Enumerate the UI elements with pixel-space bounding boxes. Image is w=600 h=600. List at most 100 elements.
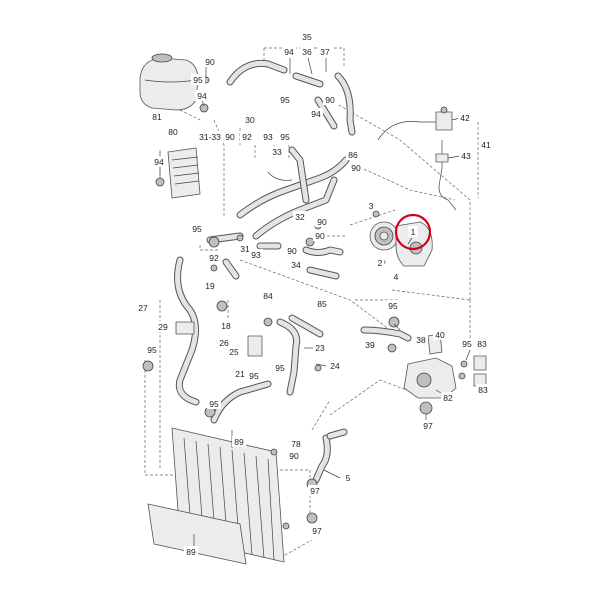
oil-cooler[interactable]	[167, 147, 201, 199]
callout-86[interactable]: 86	[346, 149, 360, 160]
callout-95[interactable]: 95	[273, 362, 287, 373]
callout-43[interactable]: 43	[459, 150, 473, 161]
coolant-pipe-assembly[interactable]	[236, 146, 350, 240]
callout-number: 21	[235, 369, 245, 379]
callout-90[interactable]: 90	[223, 131, 237, 142]
callout-38[interactable]: 38	[414, 334, 428, 345]
callout-21[interactable]: 21	[233, 368, 247, 379]
callout-90[interactable]: 90	[287, 450, 301, 461]
lower-left-hose[interactable]	[174, 256, 200, 406]
callout-92[interactable]: 92	[240, 131, 254, 142]
thermostat-housing[interactable]	[403, 333, 457, 399]
callout-89[interactable]: 89	[184, 546, 198, 557]
callout-number: 95	[280, 95, 290, 105]
callout-97[interactable]: 97	[308, 485, 322, 496]
callout-42[interactable]: 42	[458, 112, 472, 123]
callout-90[interactable]: 90	[315, 216, 329, 227]
callout-32[interactable]: 32	[293, 211, 307, 222]
callout-34[interactable]: 34	[289, 259, 303, 270]
callout-82[interactable]: 82	[441, 392, 455, 403]
callout-36[interactable]: 36	[300, 46, 314, 57]
callout-31-33[interactable]: 31-33	[195, 131, 225, 142]
callout-93[interactable]: 93	[261, 131, 275, 142]
callout-23[interactable]: 23	[313, 342, 327, 353]
callout-31[interactable]: 31	[238, 243, 252, 254]
callout-24[interactable]: 24	[328, 360, 342, 371]
callout-number: 27	[138, 303, 148, 313]
callout-18[interactable]: 18	[219, 320, 233, 331]
highlight-ring	[394, 213, 432, 251]
callout-97[interactable]: 97	[310, 525, 324, 536]
callout-95[interactable]: 95	[207, 398, 221, 409]
callout-95[interactable]: 95	[191, 74, 205, 85]
callout-number: 95	[280, 132, 290, 142]
small-hoses[interactable]	[206, 232, 344, 280]
callout-95[interactable]: 95	[386, 300, 400, 311]
callout-93[interactable]: 93	[249, 249, 263, 260]
callout-94[interactable]: 94	[282, 46, 296, 57]
callout-2[interactable]: 2	[375, 257, 385, 268]
callout-90[interactable]: 90	[313, 230, 327, 241]
callout-41[interactable]: 41	[479, 139, 493, 150]
callout-94[interactable]: 94	[152, 156, 166, 167]
upper-hoses[interactable]	[226, 59, 356, 136]
callout-number: 90	[225, 132, 235, 142]
callout-number: 83	[477, 339, 487, 349]
callout-92[interactable]: 92	[207, 252, 221, 263]
callout-97[interactable]: 97	[421, 420, 435, 431]
callout-85[interactable]: 85	[315, 298, 329, 309]
callout-81[interactable]: 81	[150, 111, 164, 122]
callout-3[interactable]: 3	[366, 200, 376, 211]
callout-number: 94	[154, 157, 164, 167]
callout-30[interactable]: 30	[243, 114, 257, 125]
hose-5[interactable]	[312, 428, 348, 484]
callout-95[interactable]: 95	[278, 131, 292, 142]
callout-78[interactable]: 78	[289, 438, 303, 449]
callout-90[interactable]: 90	[349, 162, 363, 173]
callout-number: 1	[411, 227, 416, 237]
callout-number: 95	[209, 399, 219, 409]
callout-94[interactable]: 94	[195, 90, 209, 101]
callout-number: 39	[365, 340, 375, 350]
callout-83[interactable]: 83	[475, 338, 489, 349]
hose-21[interactable]	[210, 380, 272, 424]
callout-29[interactable]: 29	[156, 321, 170, 332]
right-pipe-assembly[interactable]	[377, 111, 457, 211]
callout-number: 25	[229, 347, 239, 357]
callout-33[interactable]: 33	[270, 146, 284, 157]
callout-27[interactable]: 27	[136, 302, 150, 313]
callout-35[interactable]: 35	[300, 31, 314, 42]
callout-83[interactable]: 83	[476, 384, 490, 395]
callout-number: 24	[330, 361, 340, 371]
callout-84[interactable]: 84	[261, 290, 275, 301]
callout-number: 94	[197, 91, 207, 101]
callout-95[interactable]: 95	[145, 344, 159, 355]
callout-95[interactable]: 95	[278, 94, 292, 105]
callout-90[interactable]: 90	[203, 56, 217, 67]
callout-26[interactable]: 26	[217, 337, 231, 348]
callout-4[interactable]: 4	[391, 271, 401, 282]
coolant-flange-pipe[interactable]	[360, 326, 412, 342]
callout-25[interactable]: 25	[227, 346, 241, 357]
callout-90[interactable]: 90	[323, 94, 337, 105]
callout-40[interactable]: 40	[433, 329, 447, 340]
callout-94[interactable]: 94	[309, 108, 323, 119]
hose-23[interactable]	[276, 314, 324, 396]
callout-37[interactable]: 37	[318, 46, 332, 57]
callout-95[interactable]: 95	[460, 338, 474, 349]
callout-90[interactable]: 90	[285, 245, 299, 256]
callout-number: 36	[302, 47, 312, 57]
radiator-front-panel[interactable]	[147, 503, 247, 565]
callout-5[interactable]: 5	[343, 472, 353, 483]
callout-19[interactable]: 19	[203, 280, 217, 291]
callout-80[interactable]: 80	[166, 126, 180, 137]
callout-1[interactable]: 1	[408, 226, 418, 237]
expansion-tank[interactable]	[139, 53, 199, 111]
callout-95[interactable]: 95	[247, 370, 261, 381]
callout-number: 23	[315, 343, 325, 353]
callout-95[interactable]: 95	[190, 223, 204, 234]
callout-number: 84	[263, 291, 273, 301]
callout-89[interactable]: 89	[232, 436, 246, 447]
callout-39[interactable]: 39	[363, 339, 377, 350]
